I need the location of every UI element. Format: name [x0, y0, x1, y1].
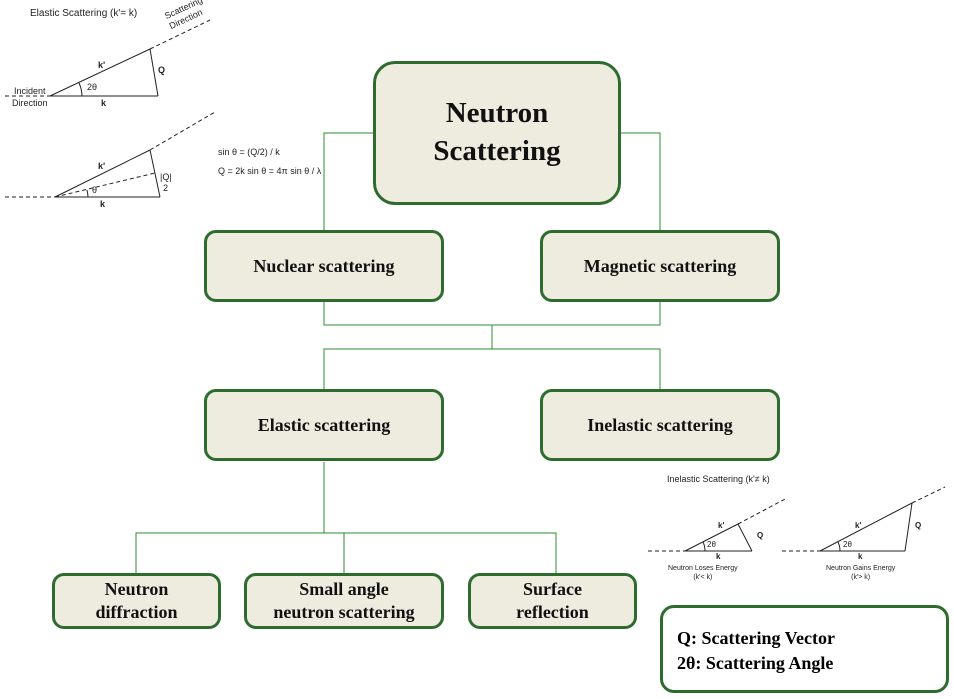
connector-root-nuclear [323, 132, 373, 230]
k-prime-label-1: k' [98, 60, 106, 70]
two-theta-label-1: 2θ [87, 82, 98, 92]
inelastic-scattering-node: Inelastic scattering [540, 389, 780, 461]
neutron-loses-energy-label: Neutron Loses Energy (k'< k) [668, 565, 738, 581]
elastic-scattering-node: Elastic scattering [204, 389, 444, 461]
dashed-extension-right [911, 486, 946, 504]
two-theta-arc-left [702, 541, 706, 552]
nuclear-scattering-node: Nuclear scattering [204, 230, 444, 302]
k-prime-vector-right [819, 502, 913, 552]
nuclear-scattering-label: Nuclear scattering [253, 255, 395, 276]
inelastic-sketch-title: Inelastic Scattering (k'≠ k) [667, 474, 770, 484]
legend-q-line: Q: Scattering Vector [677, 628, 835, 648]
k-prime-vector-left [684, 523, 739, 552]
two-theta-label-right: 2θ [843, 540, 852, 549]
magnetic-scattering-node: Magnetic scattering [540, 230, 780, 302]
connector-leaves-split [135, 532, 557, 573]
theta-label: θ [92, 185, 98, 195]
k-prime-vector-2 [54, 149, 151, 198]
incident-label: Incident [14, 86, 46, 96]
small-angle-neutron-scattering-label: Small angle neutron scattering [273, 578, 415, 622]
elastic-sketch-title: Elastic Scattering (k'= k) [30, 8, 138, 19]
inelastic-scattering-sketch [648, 486, 946, 552]
k-prime-vector-1 [49, 48, 151, 97]
k-prime-label-2: k' [98, 161, 106, 171]
k-label-right: k [858, 552, 863, 561]
k-label-left: k [716, 552, 721, 561]
neutron-scattering-root-node: Neutron Scattering [373, 61, 621, 205]
k-label-1: k [101, 98, 107, 108]
q-label-left: Q [757, 531, 764, 540]
k-label-2: k [100, 199, 106, 209]
dashed-extension-left [737, 497, 788, 525]
q-half-bottom: 2 [163, 183, 169, 193]
direction-label: Direction [12, 98, 48, 108]
q-vector-right [904, 502, 913, 552]
q-half-top: |Q| [160, 172, 172, 182]
k-prime-label-left: k' [718, 521, 725, 530]
surface-reflection-label: Surface reflection [516, 578, 589, 622]
connector-level1-join [323, 301, 661, 326]
two-theta-arc-right [837, 541, 841, 552]
elastic-scattering-sketch [5, 19, 216, 198]
q-label-right: Q [915, 521, 922, 530]
connector-root-magnetic [621, 132, 661, 230]
root-title: Neutron Scattering [433, 97, 561, 167]
dashed-extension-2 [149, 111, 216, 151]
elastic-scattering-label: Elastic scattering [257, 414, 391, 435]
two-theta-label-left: 2θ [707, 540, 716, 549]
neutron-diffraction-label: Neutron diffraction [95, 578, 178, 622]
neutron-gains-energy-label: Neutron Gains Energy (k'> k) [826, 565, 896, 581]
surface-reflection-node: Surface reflection [468, 573, 637, 629]
formula-q: Q = 2k sin θ = 4π sin θ / λ [218, 166, 322, 176]
small-angle-neutron-scattering-node: Small angle neutron scattering [244, 573, 444, 629]
k-prime-label-right: k' [855, 521, 862, 530]
theta-arc [86, 189, 89, 198]
legend-box: Q: Scattering Vector 2θ: Scattering Angl… [660, 605, 949, 693]
formula-sin-theta: sin θ = (Q/2) / k [218, 147, 280, 157]
q-vector-1 [149, 48, 159, 97]
bisector-dashed [54, 172, 156, 198]
two-theta-arc-1 [78, 82, 83, 97]
q-vector-2 [149, 149, 161, 198]
legend-two-theta-line: 2θ: Scattering Angle [677, 653, 834, 674]
q-vector-left [737, 523, 753, 552]
q-label-1: Q [158, 65, 166, 75]
inelastic-scattering-label: Inelastic scattering [587, 414, 733, 435]
connector-level2-split [323, 348, 661, 389]
neutron-diffraction-node: Neutron diffraction [52, 573, 221, 629]
magnetic-scattering-label: Magnetic scattering [583, 255, 737, 276]
